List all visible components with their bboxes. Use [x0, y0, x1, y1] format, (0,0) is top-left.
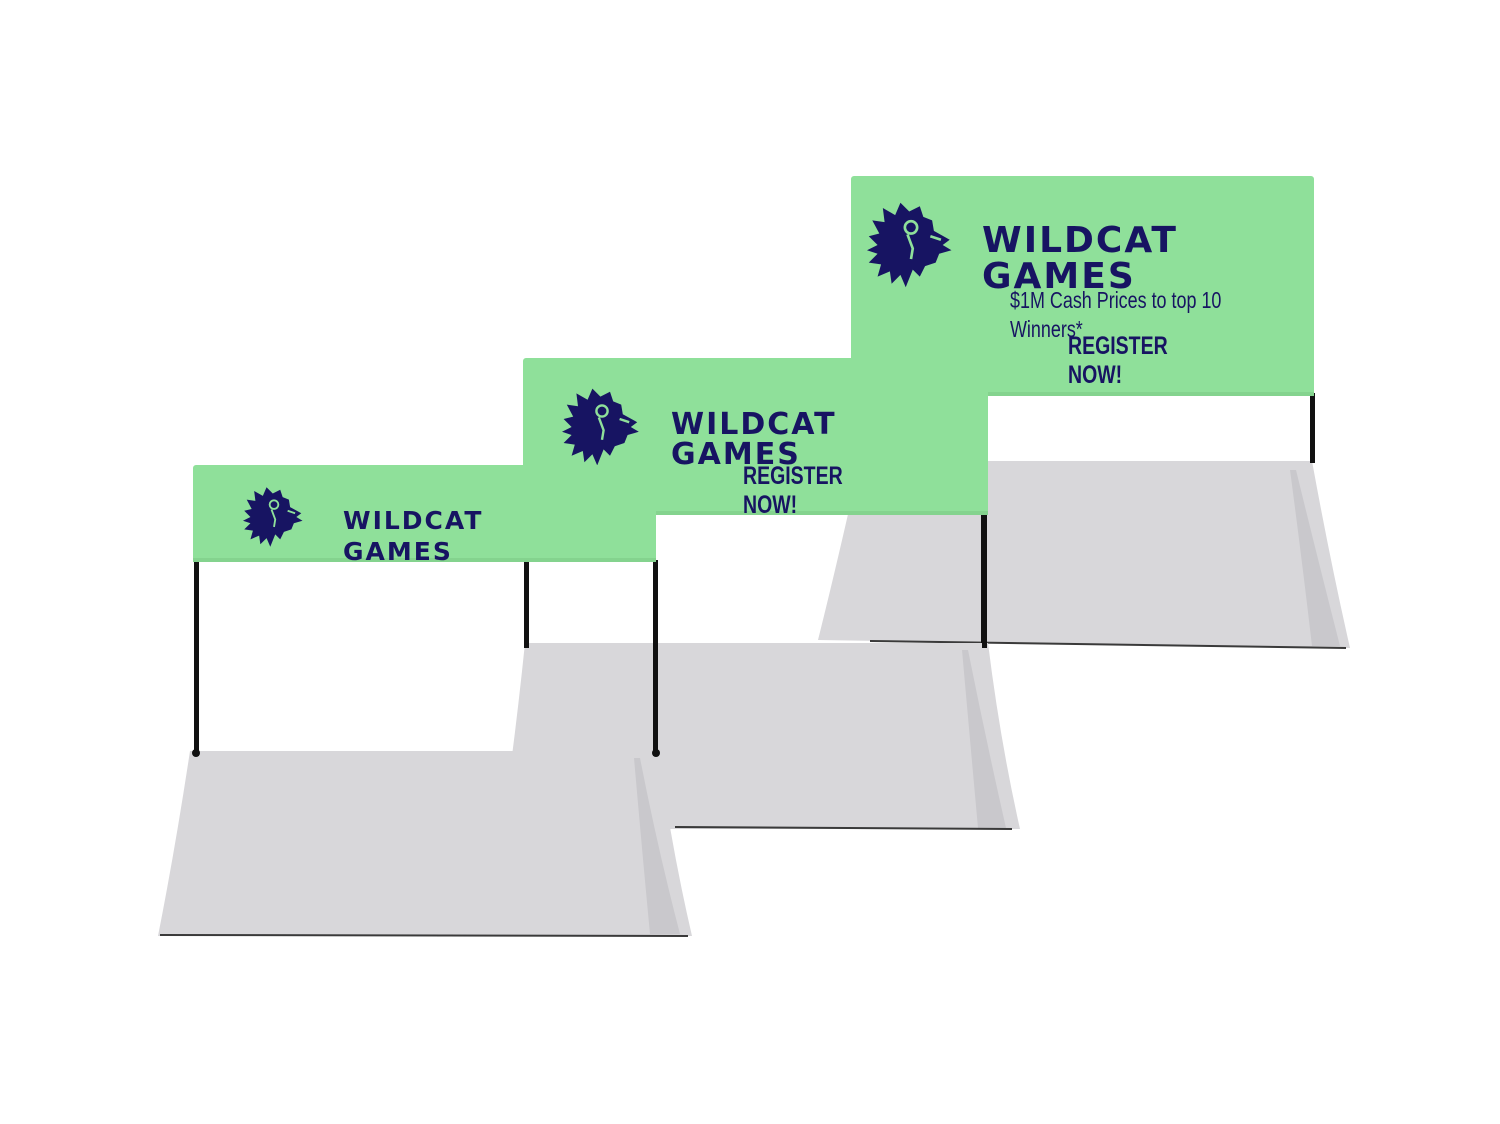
tagline-line-1: $1M Cash Prices to top 10: [1010, 287, 1222, 313]
title-line-2: GAMES: [343, 537, 453, 567]
booth-3-register-cta: REGISTER NOW!: [1068, 332, 1168, 390]
title-line-1: WILDCAT: [982, 220, 1178, 261]
title-line-1: WILDCAT: [343, 506, 484, 535]
banner: [193, 465, 656, 562]
register-line-1: REGISTER: [1068, 332, 1168, 360]
pole: [194, 560, 199, 756]
pole: [524, 513, 529, 648]
register-line-1: REGISTER: [743, 462, 843, 490]
booth-2-title: WILDCAT GAMES: [671, 410, 837, 470]
banner: [851, 176, 1314, 396]
title-line-1: WILDCAT: [671, 407, 837, 442]
register-line-2: NOW!: [743, 490, 798, 519]
pole: [653, 560, 658, 756]
tagline-line-2: Winners*: [1010, 315, 1083, 342]
booth-2-register-cta: REGISTER NOW!: [743, 462, 843, 520]
pole: [982, 513, 987, 648]
booth-1: [158, 465, 692, 937]
booth-3-title: WILDCAT GAMES: [982, 223, 1178, 295]
title-line-2: GAMES: [982, 256, 1136, 297]
pole: [1310, 393, 1315, 463]
booth-3-tagline: $1M Cash Prices to top 10 Winners*: [1010, 286, 1221, 344]
table-cloth: [158, 751, 692, 936]
register-line-2: NOW!: [1068, 360, 1123, 389]
booth-1-title: WILDCAT GAMES: [343, 505, 483, 568]
title-line-2: GAMES: [671, 437, 801, 472]
